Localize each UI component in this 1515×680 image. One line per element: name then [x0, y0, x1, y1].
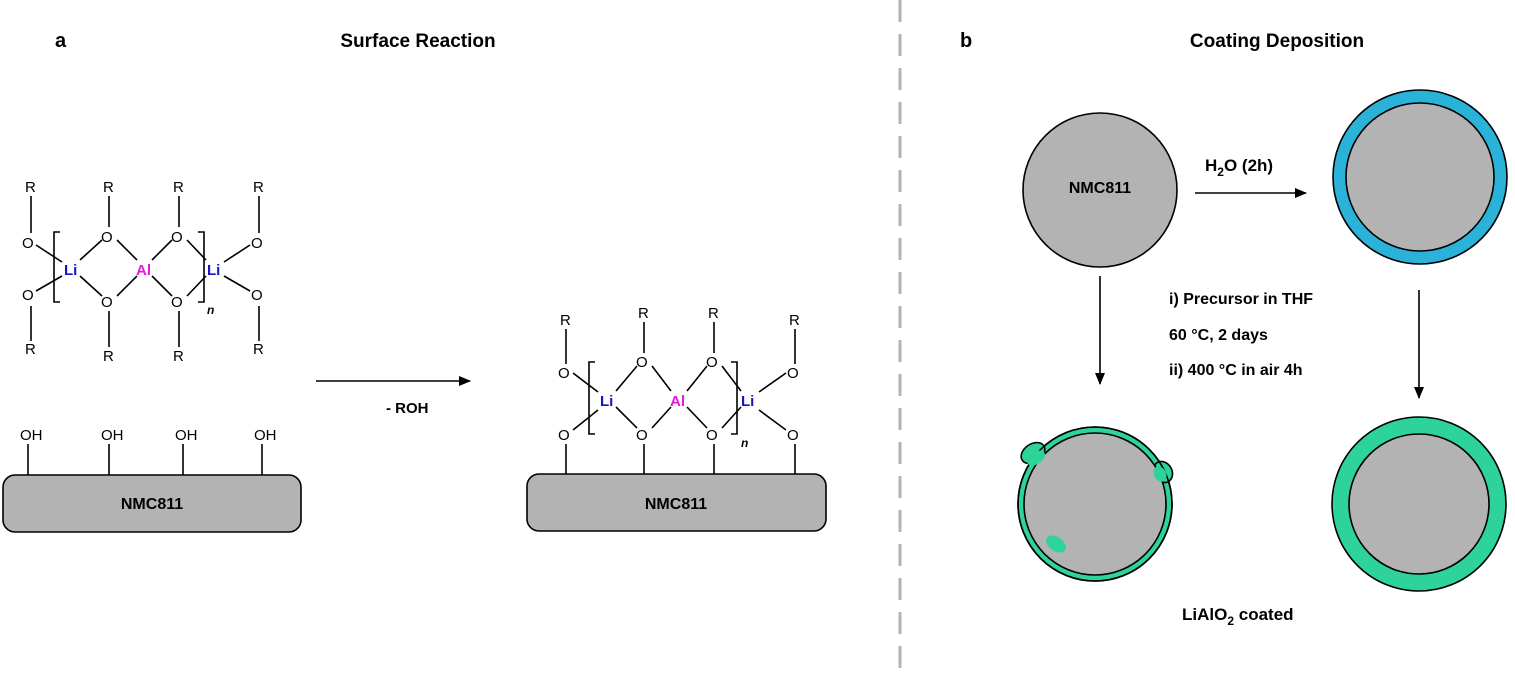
- product-molecule: R O O R O O R O O Li Al Li n R O O: [558, 305, 800, 474]
- svg-text:OH: OH: [254, 427, 277, 444]
- svg-text:O: O: [787, 365, 799, 382]
- svg-text:O: O: [706, 427, 718, 444]
- svg-text:R: R: [103, 179, 114, 196]
- svg-text:R: R: [560, 312, 571, 329]
- svg-text:O: O: [636, 427, 648, 444]
- bare-particle: [1022, 112, 1178, 268]
- nmc811-substrate-label: NMC811: [121, 496, 183, 513]
- svg-text:Li: Li: [64, 262, 77, 279]
- svg-text:Li: Li: [741, 393, 754, 410]
- svg-text:O: O: [787, 427, 799, 444]
- svg-text:R: R: [638, 305, 649, 322]
- uniform-coated-particle-core: [1348, 433, 1490, 575]
- svg-text:O: O: [101, 294, 113, 311]
- product-label: LiAlO2 coated: [1182, 605, 1294, 628]
- condition-line-2: 60 °C, 2 days: [1169, 327, 1268, 344]
- svg-text:O: O: [558, 365, 570, 382]
- svg-text:O: O: [22, 287, 34, 304]
- surface-hydroxyls: OH OH OH OH: [20, 427, 277, 475]
- svg-text:Al: Al: [670, 393, 685, 410]
- panel-b-title: Coating Deposition: [1190, 31, 1364, 52]
- svg-text:R: R: [103, 348, 114, 365]
- svg-text:R: R: [173, 348, 184, 365]
- svg-text:n: n: [207, 303, 214, 317]
- water-step-label: H2O (2h): [1205, 156, 1273, 179]
- svg-text:R: R: [253, 179, 264, 196]
- svg-text:O: O: [251, 287, 263, 304]
- panel-b-letter: b: [960, 30, 972, 52]
- nmc811-product-substrate-label: NMC811: [645, 496, 707, 513]
- reactant-molecule: R O O R R O O R R O O R Li Al Li: [22, 179, 264, 365]
- svg-text:O: O: [558, 427, 570, 444]
- svg-text:R: R: [708, 305, 719, 322]
- svg-text:R: R: [25, 341, 36, 358]
- svg-text:OH: OH: [20, 427, 43, 444]
- svg-text:O: O: [22, 235, 34, 252]
- svg-text:O: O: [171, 229, 183, 246]
- svg-text:R: R: [253, 341, 264, 358]
- panel-a-letter: a: [55, 30, 67, 52]
- svg-text:R: R: [25, 179, 36, 196]
- nmc811-substrate: [2, 474, 302, 533]
- inhomogeneous-coated-particle: [1017, 426, 1174, 582]
- svg-text:O: O: [706, 354, 718, 371]
- svg-text:n: n: [741, 436, 748, 450]
- svg-text:OH: OH: [101, 427, 124, 444]
- svg-text:Li: Li: [207, 262, 220, 279]
- water-treated-particle-core: [1345, 102, 1495, 252]
- svg-text:R: R: [789, 312, 800, 329]
- svg-text:O: O: [251, 235, 263, 252]
- condition-line-3: ii) 400 °C in air 4h: [1169, 362, 1303, 379]
- svg-text:Al: Al: [136, 262, 151, 279]
- reaction-arrow-label: - ROH: [386, 400, 429, 417]
- svg-text:O: O: [636, 354, 648, 371]
- svg-text:Li: Li: [600, 393, 613, 410]
- bare-particle-label: NMC811: [1069, 180, 1131, 197]
- svg-text:OH: OH: [175, 427, 198, 444]
- panel-a-title: Surface Reaction: [340, 31, 495, 52]
- svg-text:O: O: [171, 294, 183, 311]
- nmc811-product-substrate: [526, 473, 827, 532]
- svg-text:R: R: [173, 179, 184, 196]
- svg-text:O: O: [101, 229, 113, 246]
- condition-line-1: i) Precursor in THF: [1169, 291, 1313, 308]
